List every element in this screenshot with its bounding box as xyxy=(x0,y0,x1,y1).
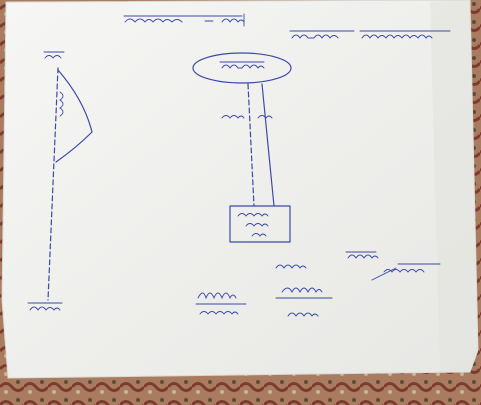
page-fold-right xyxy=(430,0,478,372)
signature-left xyxy=(195,292,247,315)
connector-lines xyxy=(221,83,275,207)
flag-pole-sketch xyxy=(27,51,93,311)
handwritten-notes-lower xyxy=(275,251,441,281)
top-ellipse-sketch xyxy=(192,52,292,84)
handwritten-heading xyxy=(123,13,245,27)
handwritten-header-right xyxy=(289,30,451,39)
bottom-box-sketch xyxy=(229,205,291,243)
paper-sheet xyxy=(1,0,479,379)
signature-right xyxy=(275,287,333,317)
